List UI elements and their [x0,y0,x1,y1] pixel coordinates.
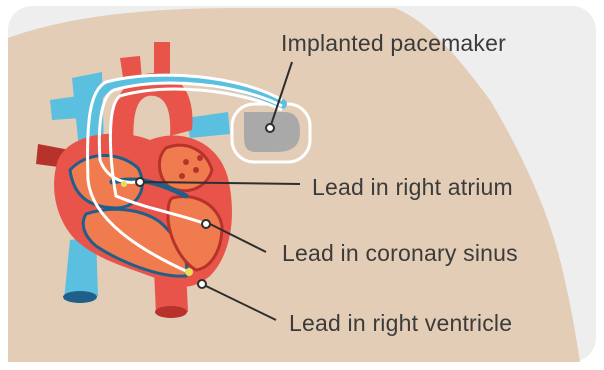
electrode-tip-atrium [121,181,127,187]
electrode-tip-ventricle [185,268,193,276]
callout-marker-ventricle [198,280,206,288]
tissue-dot [179,173,185,179]
aorta-opening [155,306,187,318]
ivc-opening [63,291,97,303]
label-implanted-pacemaker: Implanted pacemaker [281,32,506,55]
tissue-dot [193,167,199,173]
callout-marker-atrium [136,178,144,186]
label-lead-right-ventricle: Lead in right ventricle [289,312,512,335]
pulmonary-vessel-left [50,96,80,120]
label-lead-coronary-sinus: Lead in coronary sinus [282,242,518,265]
tissue-dot [197,155,203,161]
tissue-dot [183,159,189,165]
label-lead-right-atrium: Lead in right atrium [312,176,513,199]
callout-marker-pacemaker [266,124,274,132]
aorta-branch-2 [154,42,170,76]
callout-marker-sinus [202,220,210,228]
